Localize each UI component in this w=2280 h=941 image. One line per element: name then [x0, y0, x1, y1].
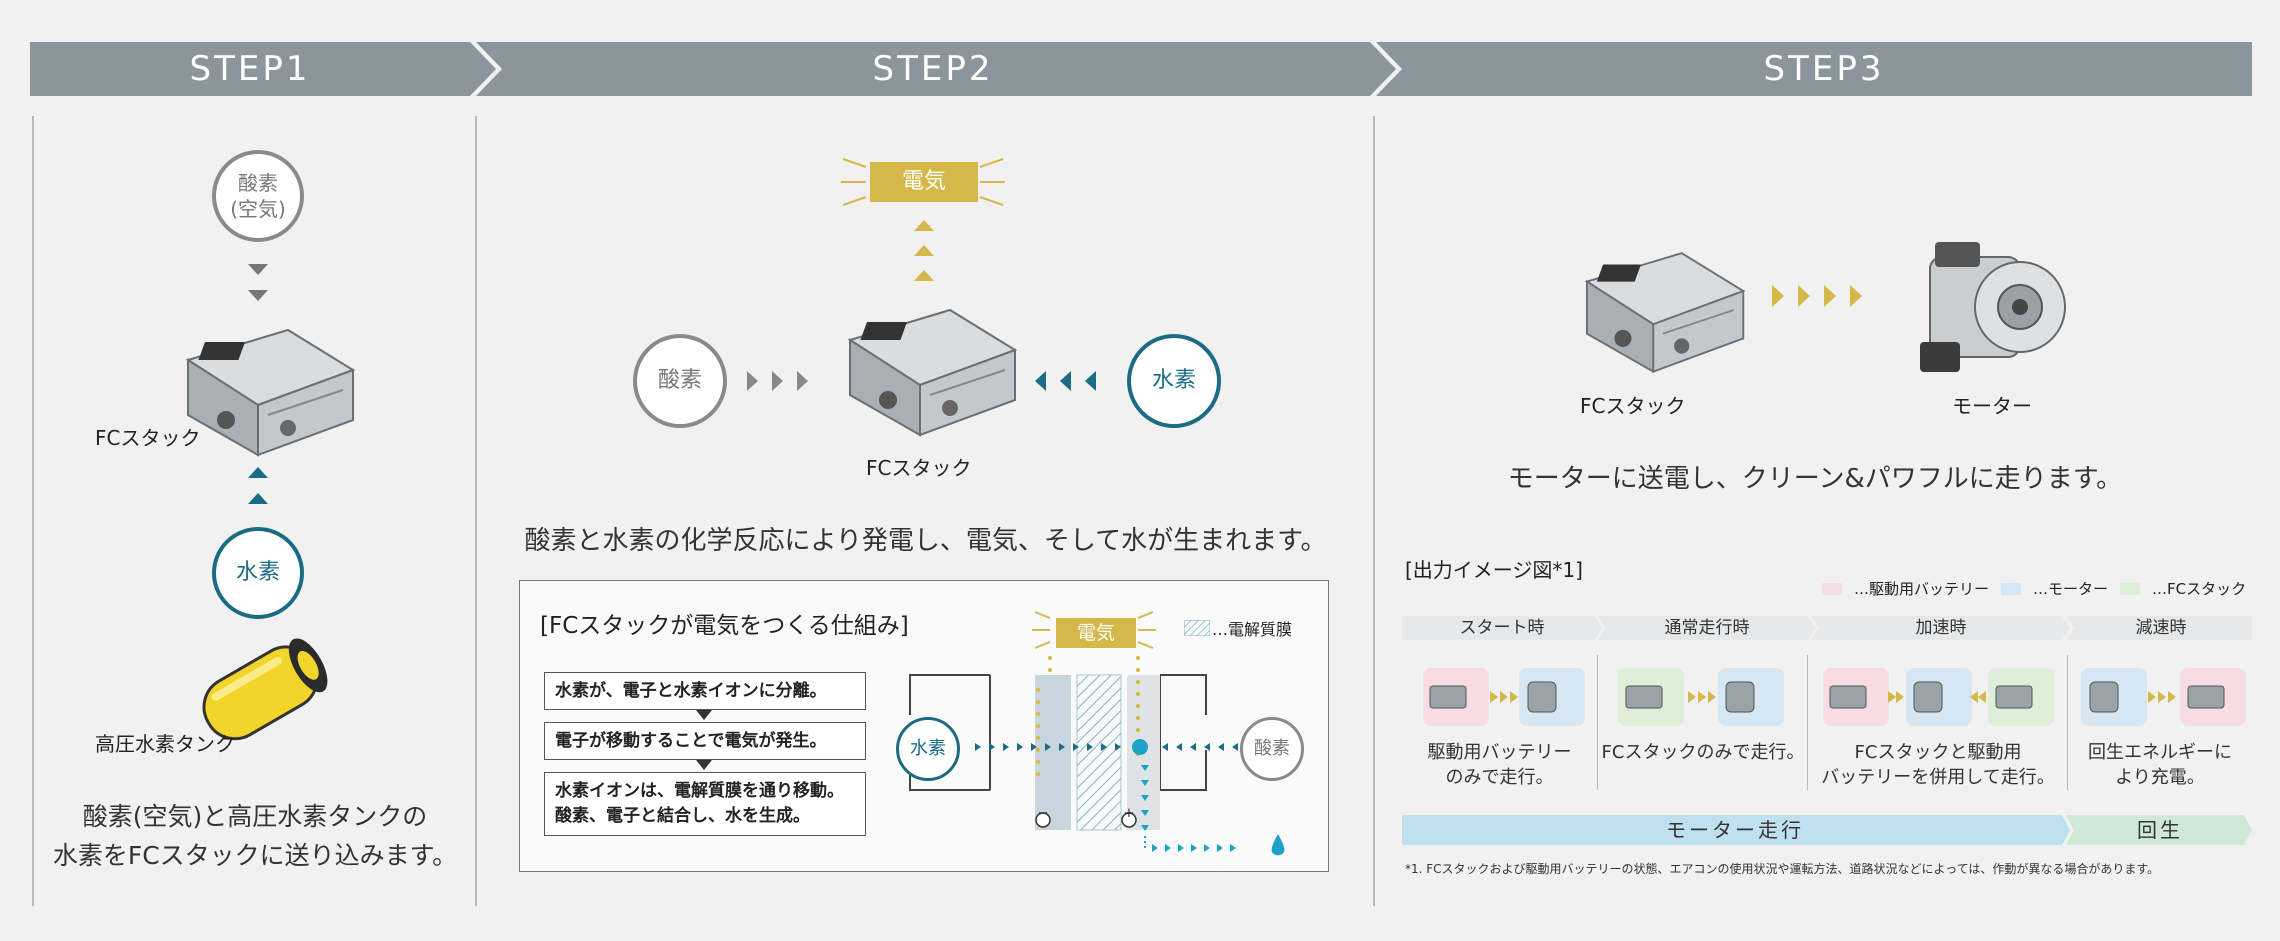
regen-label: 回生	[2137, 818, 2183, 842]
phase-normal: 通常走行時	[1664, 618, 1750, 638]
fc-stack-image	[1584, 252, 1746, 374]
hydrogen-circle: 水素	[1127, 334, 1221, 428]
arrow-down-icon	[248, 264, 268, 301]
minus-icon: −	[1037, 806, 1049, 821]
phase-accel: 加速時	[1915, 618, 1967, 638]
legend-motor: …モーター	[2033, 580, 2109, 598]
mechanism-step-b: 電子が移動することで電気が発生。	[544, 722, 866, 760]
phase-normal-desc: FCスタックのみで走行。	[1601, 742, 1805, 763]
fc-stack-label: FCスタック	[866, 456, 972, 480]
phase-decel-desc: 回生エネルギーに より充電。	[2088, 742, 2232, 789]
divider	[1373, 116, 1375, 906]
electricity-rays-icon	[841, 158, 1005, 206]
arrow-right-icon	[1772, 285, 1862, 307]
step1-title: STEP1	[189, 49, 311, 89]
motor-image	[1920, 242, 2066, 372]
step2-title: STEP2	[872, 49, 994, 89]
fuel-cell-diagram	[909, 611, 1285, 856]
step-banner: STEP1 STEP2 STEP3	[30, 42, 2252, 96]
phase-decel: 減速時	[2135, 618, 2187, 638]
step3-title: STEP3	[1763, 49, 1885, 89]
mechanism-title: [FCスタックが電気をつくる仕組み]	[540, 613, 909, 639]
hydrogen-circle: 水素	[896, 717, 960, 781]
tank-label: 高圧水素タンク	[95, 732, 235, 756]
fc-stack-label: FCスタック	[1580, 394, 1686, 418]
legend-fc-stack: …FCスタック	[2152, 580, 2247, 598]
divider	[2067, 655, 2068, 790]
legend-swatch	[2001, 582, 2022, 595]
divider	[475, 116, 477, 906]
mode-bar	[1402, 815, 2252, 845]
phase-accel-desc: FCスタックと駆動用 バッテリーを併用して走行。	[1821, 742, 2055, 789]
oxygen-air-circle: 酸素 (空気)	[212, 150, 304, 242]
mechanism-step-a: 水素が、電子と水素イオンに分離。	[544, 672, 866, 710]
fc-stack-image	[847, 308, 1018, 437]
output-legend: …駆動用バッテリー …モーター …FCスタック	[1822, 578, 2246, 599]
legend-swatch	[1822, 582, 1842, 595]
electricity-box: 電気	[870, 162, 978, 202]
arrow-left-icon	[1035, 371, 1096, 391]
oxygen-circle: 酸素	[633, 334, 727, 428]
arrow-down-icon	[696, 760, 712, 770]
phase-start-desc: 駆動用バッテリー のみで走行。	[1427, 742, 1572, 789]
phase-icons	[1429, 681, 2225, 713]
fc-stack-label: FCスタック	[95, 426, 201, 450]
hydrogen-tank-image	[202, 638, 328, 741]
legend-battery: …駆動用バッテリー	[1854, 580, 1990, 598]
arrow-up-icon	[248, 467, 268, 504]
step3-caption: モーターに送電し、クリーン&パワフルに走ります。	[1507, 464, 2123, 494]
fc-stack-image	[185, 328, 356, 457]
oxygen-circle: 酸素	[1240, 717, 1304, 781]
membrane-legend-swatch	[1184, 620, 1210, 636]
arrow-down-icon	[696, 710, 712, 720]
motor-label: モーター	[1952, 394, 2032, 418]
motor-run-label: モーター走行	[1666, 818, 1804, 842]
arrow-up-icon	[914, 220, 934, 281]
legend-swatch	[2120, 582, 2141, 595]
footnote: *1. FCスタックおよび駆動用バッテリーの状態、エアコンの使用状況や運転方法、…	[1405, 862, 2160, 876]
phase-start: スタート時	[1459, 618, 1545, 638]
plus-icon: +	[1123, 806, 1135, 821]
electricity-box: 電気	[1056, 618, 1136, 648]
mechanism-step-c: 水素イオンは、電解質膜を通り移動。 酸素、電子と結合し、水を生成。	[544, 772, 866, 836]
divider	[32, 116, 34, 906]
phase-header: スタート時 通常走行時 加速時 減速時	[1402, 616, 2252, 640]
divider	[1597, 655, 1598, 790]
arrow-right-icon	[747, 371, 808, 391]
output-title: [出力イメージ図*1]	[1405, 558, 1583, 582]
hydrogen-circle: 水素	[212, 527, 304, 619]
step2-caption: 酸素と水素の化学反応により発電し、電気、そして水が生まれます。	[524, 526, 1327, 556]
step1-caption: 酸素(空気)と高圧水素タンクの 水素をFCスタックに送り込みます。	[52, 802, 458, 870]
divider	[1807, 655, 1808, 790]
membrane-legend-label: …電解質膜	[1212, 620, 1293, 639]
